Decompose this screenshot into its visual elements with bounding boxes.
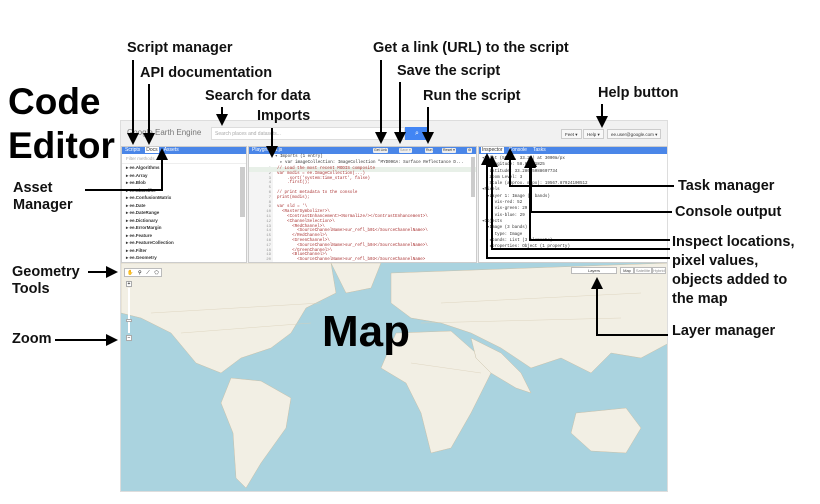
label-task-manager: Task manager xyxy=(678,178,775,194)
tab-assets[interactable]: Assets xyxy=(163,147,179,153)
label-get-link: Get a link (URL) to the script xyxy=(373,40,569,56)
help-button[interactable]: Help ▾ xyxy=(583,129,604,139)
zoom-out-button[interactable]: − xyxy=(126,335,132,341)
zoom-slider[interactable] xyxy=(128,288,130,333)
layers-button[interactable]: Layers xyxy=(571,267,617,274)
geometry-tools: ✋ ⚲ ⟋ ⬠ xyxy=(124,268,162,277)
label-run-script: Run the script xyxy=(423,88,521,104)
label-api-documentation: API documentation xyxy=(140,65,273,81)
docs-list-item[interactable]: ▸ ee.FeatureCollection xyxy=(126,240,174,245)
filter-methods-input[interactable]: Filter methods... xyxy=(122,154,246,164)
docs-list-item[interactable]: ▸ ee.ErrorMargin xyxy=(126,225,162,230)
label-zoom: Zoom xyxy=(12,331,52,347)
label-save-script: Save the script xyxy=(397,63,501,79)
tab-scripts[interactable]: Scripts xyxy=(125,147,141,153)
polygon-icon[interactable]: ⬠ xyxy=(154,270,159,276)
logo: Google Earth Engine xyxy=(127,128,202,137)
run-button[interactable]: Run xyxy=(425,148,434,153)
label-console-output: Console output xyxy=(675,204,782,220)
settings-gear-icon[interactable]: ⚙ xyxy=(467,148,473,153)
docs-list-item[interactable]: ▸ ee.ConfusionMatrix xyxy=(126,195,172,200)
label-map: Map xyxy=(322,307,410,356)
greenland xyxy=(330,262,382,294)
label-help-button: Help button xyxy=(598,85,679,101)
line-icon[interactable]: ⟋ xyxy=(146,270,150,276)
label-inspect: Inspect locations,pixel values,objects a… xyxy=(672,234,795,307)
pan-hand-icon[interactable]: ✋ xyxy=(127,270,134,276)
left-panel: Scripts Docs Assets Filter methods... ▸ ee… xyxy=(121,146,247,263)
australia xyxy=(570,407,642,454)
docs-list-item[interactable]: ▸ ee.Filter xyxy=(126,247,147,253)
africa xyxy=(380,330,492,454)
tab-inspector[interactable]: Inspector xyxy=(481,147,504,153)
map-type-map[interactable]: Map xyxy=(620,267,634,274)
tab-tasks[interactable]: Tasks xyxy=(532,147,546,153)
map-type-hybrid[interactable]: Hybrid xyxy=(652,267,666,274)
marker-icon[interactable]: ⚲ xyxy=(138,270,142,276)
label-search-for-data: Search for data xyxy=(205,88,311,104)
docs-list-item[interactable]: ▸ ee.Date xyxy=(126,202,146,208)
scrollbar[interactable] xyxy=(240,167,245,217)
units-dropdown[interactable]: Feet ▾ xyxy=(561,129,582,139)
arabia-india xyxy=(470,337,532,394)
reset-button[interactable]: Reset ▾ xyxy=(442,148,456,153)
docs-list-item[interactable]: ▸ ee.DateRange xyxy=(126,210,160,215)
docs-list-item[interactable]: ▸ ee.Blob xyxy=(126,180,146,185)
line-numbers: 1 2 3 4 5 6 7 8 9 10 11 12 13 14 15 16 1… xyxy=(249,167,273,262)
south-america xyxy=(220,377,292,489)
docs-list-item[interactable]: ▸ ee.Feature xyxy=(126,232,153,238)
get-link-button[interactable]: Get Link xyxy=(373,148,389,153)
tab-docs[interactable]: Docs xyxy=(145,147,159,153)
search-icon: ⌕ xyxy=(415,130,419,137)
imports-entry[interactable]: ▸ var imageCollection: ImageCollection "… xyxy=(275,161,464,165)
docs-list-item[interactable]: ▸ ee.Geometry xyxy=(126,255,157,260)
save-button[interactable]: Save ▾ xyxy=(399,148,412,153)
map-type-satellite[interactable]: Satellite xyxy=(634,267,652,274)
zoom-slider-handle[interactable] xyxy=(126,319,132,322)
label-imports: Imports xyxy=(257,108,311,124)
label-script-manager: Script manager xyxy=(127,40,233,56)
tab-console[interactable]: Console xyxy=(508,147,527,153)
docs-list-item[interactable]: ▸ ee.Dictionary xyxy=(126,217,158,223)
left-panel-tabs: Scripts Docs Assets xyxy=(122,147,246,154)
account-dropdown[interactable]: ee.user@google.com ▾ xyxy=(607,129,662,139)
docs-list-item[interactable]: ▸ ee.Algorithms xyxy=(126,165,160,170)
scrollbar[interactable] xyxy=(471,157,475,197)
code-text[interactable]: // Load the most recent MODIS composite … xyxy=(277,167,428,263)
docs-list-item[interactable]: ▸ ee.Array xyxy=(126,172,148,178)
north-america xyxy=(121,262,337,374)
right-panel-tabs: Inspector Console Tasks xyxy=(479,147,667,154)
zoom-in-button[interactable]: + xyxy=(126,281,132,287)
code-editor-panel: Playground.js Get Link Save ▾ Run Reset … xyxy=(248,146,477,263)
label-layer-manager: Layer manager xyxy=(672,323,776,339)
